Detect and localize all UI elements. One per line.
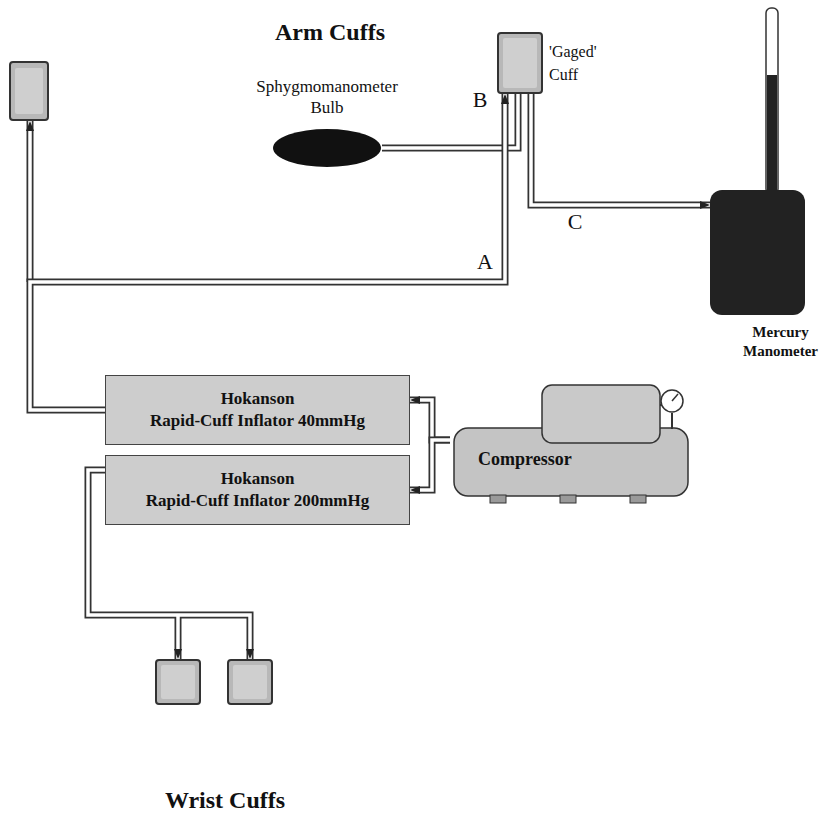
text-block: HokansonRapid-Cuff Inflator 40mmHg (106, 376, 409, 444)
air-tube-connector (410, 440, 450, 490)
mercury-manometer: Mercury Manometer (710, 190, 805, 315)
node-text: Rapid-Cuff Inflator 40mmHg (150, 410, 365, 432)
compressor-shape (450, 383, 692, 505)
arm-cuff (10, 62, 48, 120)
cuff-inflator-box: HokansonRapid-Cuff Inflator 200mmHg (105, 455, 410, 525)
wrist-cuff (156, 660, 200, 704)
group-label: Wrist Cuffs (163, 787, 287, 814)
tube-outline (410, 400, 450, 440)
node-title: Sphygmomanometer Bulb (242, 77, 412, 118)
node-title: Hokanson (221, 388, 295, 410)
tube-letter: B (471, 87, 490, 113)
text-block: 'Gaged' Cuff (549, 40, 611, 86)
tube-bore (30, 94, 505, 410)
tube-outline (382, 94, 518, 148)
text-block: HokansonRapid-Cuff Inflator 200mmHg (106, 456, 409, 524)
tube-bore (382, 94, 518, 148)
tube-bore (410, 400, 450, 440)
sphygmomanometer-bulb-shape (272, 128, 382, 168)
sphygmomanometer-bulb: Sphygmomanometer Bulb (272, 128, 382, 168)
node-text: Rapid-Cuff Inflator 200mmHg (146, 490, 370, 512)
mercury-manometer-shape (710, 190, 805, 315)
air-tube-connector (382, 94, 518, 148)
tube-bore (410, 440, 450, 490)
node-title: 'Gaged' Cuff (549, 40, 611, 86)
air-tube (27, 121, 34, 282)
node-title: Mercury Manometer (736, 323, 826, 361)
tube-outline (30, 94, 505, 410)
air-tube (176, 615, 180, 659)
tube-outline (410, 440, 450, 490)
air-tube (28, 121, 32, 282)
text-block: Mercury Manometer (736, 323, 826, 361)
air-tube-connector (30, 94, 505, 410)
air-tube-connector (531, 94, 710, 205)
tube-letter: A (475, 249, 495, 275)
tube-bore (531, 94, 710, 205)
tube-outline (531, 94, 710, 205)
manometer-column (766, 8, 778, 194)
compressor: Compressor (450, 383, 692, 505)
node-title: Compressor (478, 449, 572, 470)
text-block: Compressor (478, 449, 572, 470)
gaged-cuff: 'Gaged' Cuff (497, 32, 543, 94)
gaged-cuff-shape (497, 32, 543, 94)
text-block: Sphygmomanometer Bulb (242, 77, 412, 118)
group-label: Arm Cuffs (273, 19, 387, 46)
tube-letter: C (566, 209, 585, 235)
wrist-cuff (228, 660, 272, 704)
air-tube-connector (410, 400, 450, 440)
node-title: Hokanson (221, 468, 295, 490)
cuff-inflator-box: HokansonRapid-Cuff Inflator 40mmHg (105, 375, 410, 445)
